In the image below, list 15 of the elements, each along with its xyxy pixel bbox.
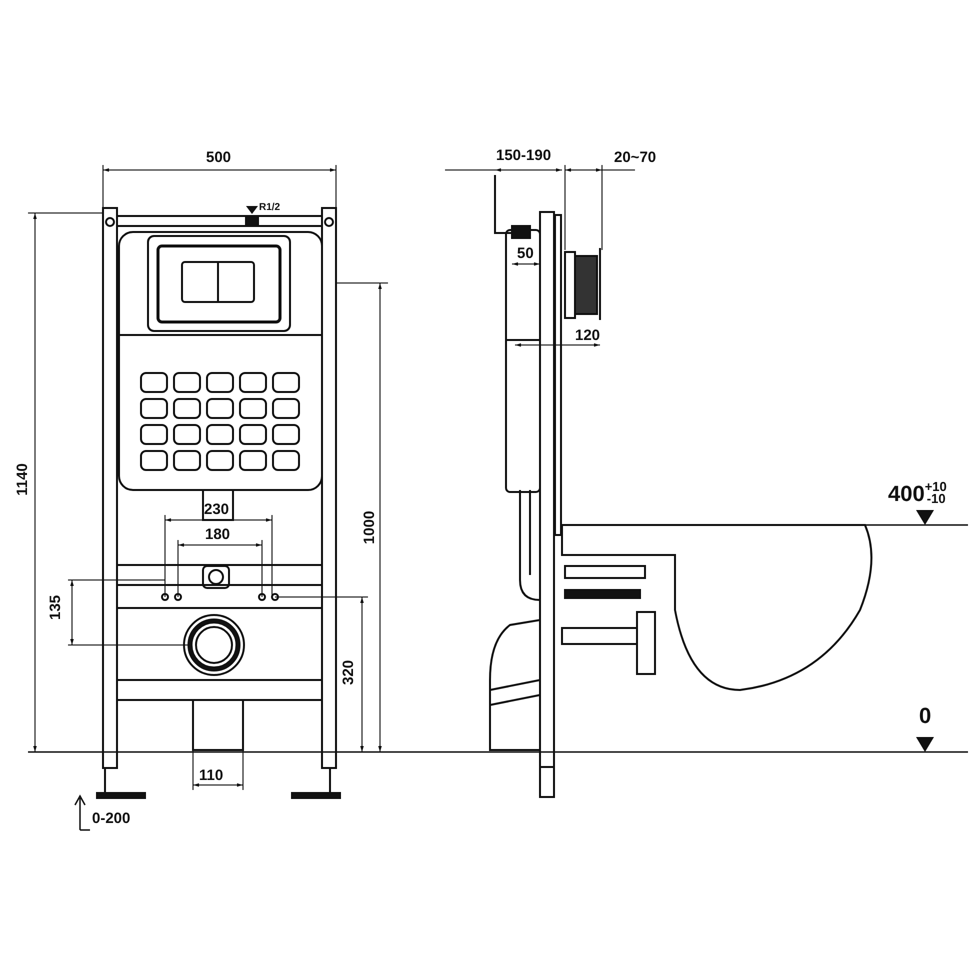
- dimension-label: 0-200: [92, 811, 130, 826]
- dimension-label: 150-190: [496, 148, 552, 163]
- dimension-label: 500: [206, 150, 232, 165]
- dimension-label: 50: [517, 246, 534, 261]
- dimension-label: 1000: [362, 510, 378, 544]
- dimension-label: 1140: [14, 463, 30, 496]
- dimension-label: 135: [48, 594, 64, 620]
- inlet-label: R1/2: [259, 203, 280, 213]
- dimension-label: 110: [199, 768, 224, 783]
- level-label: 0: [919, 705, 932, 727]
- dimension-label: 320: [341, 660, 356, 686]
- dimension-label: 180: [205, 527, 230, 542]
- dimension-label: 230: [204, 502, 230, 517]
- dimension-label: 20~70: [614, 150, 656, 165]
- dimension-label: 120: [575, 328, 600, 343]
